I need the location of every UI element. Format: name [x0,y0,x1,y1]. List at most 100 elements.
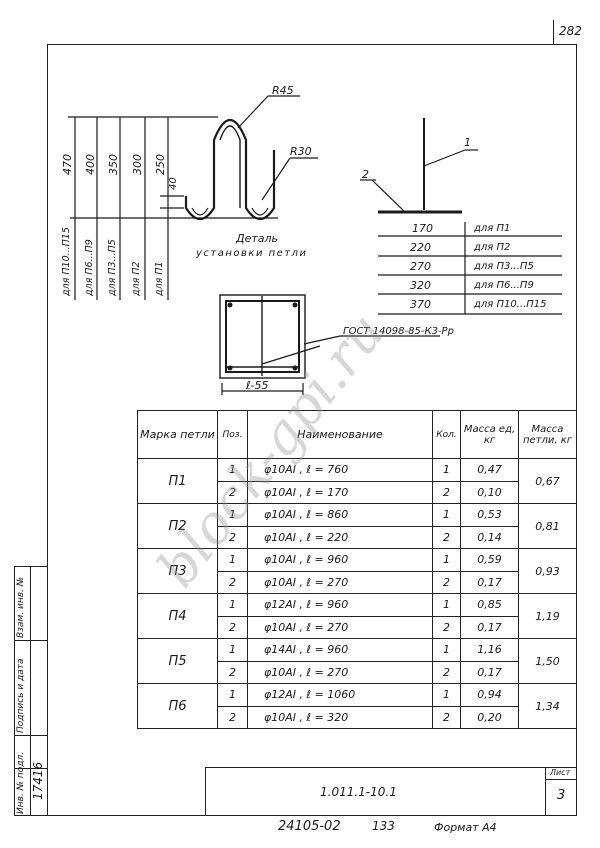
doc-code: 1.011.1-10.1 [320,785,397,799]
callout-2: 2 [362,168,369,181]
loop-mass-cell: 1,34 [518,683,577,729]
loop-mark: П2 [137,503,218,549]
sheet-number: 282 [559,24,582,38]
header-mass-unit: Масса ед, кг [460,410,519,459]
len-label-p10-p15: для П10...П15 [474,299,547,310]
unit-mass-cell: 0,14 [460,525,519,549]
stamp-inv-value: 17416 [31,761,45,800]
sheet-number-box [553,20,554,44]
position-cell: 1 [217,458,248,482]
position-cell: 2 [217,660,248,684]
position-cell: 2 [217,570,248,594]
unit-mass-cell: 0,59 [460,548,519,572]
loop-mark: П1 [137,458,218,504]
quantity-cell: 1 [432,548,461,572]
loop-mark: П3 [137,548,218,594]
unit-mass-cell: 0,47 [460,458,519,482]
group-p10-p15: для П10...П15 [61,227,72,296]
header-name: Наименование [247,410,433,459]
loop-mass-cell: 0,93 [518,548,577,594]
name-cell: φ10АI , ℓ = 960 [247,548,433,572]
name-cell: φ10АI , ℓ = 270 [247,615,433,639]
len-label-p3-p5: для П3...П5 [474,261,534,272]
loop-mark: П6 [137,683,218,729]
side-stamp-col-line [30,566,31,816]
title-block-divider [545,767,546,816]
quantity-cell: 1 [432,683,461,707]
name-cell: φ14АI , ℓ = 960 [247,638,433,662]
position-cell: 1 [217,683,248,707]
unit-mass-cell: 0,10 [460,480,519,504]
caption-line-2: установки петли [196,248,308,259]
len-label-p2: для П2 [474,242,511,253]
name-cell: φ10АI , ℓ = 220 [247,525,433,549]
quantity-cell: 2 [432,480,461,504]
unit-mass-cell: 0,53 [460,503,519,527]
quantity-cell: 1 [432,638,461,662]
dim-300: 300 [131,154,144,175]
loop-mark: П5 [137,638,218,684]
header-mark: Марка петли [137,410,218,459]
unit-mass-cell: 0,94 [460,683,519,707]
header-qty: Кол. [432,410,461,459]
sheet-label: Лист [550,768,571,777]
name-cell: φ10АI , ℓ = 270 [247,660,433,684]
title-block-sheet-line [545,779,577,780]
footer-code: 24105-02 [278,819,341,834]
len-320: 320 [410,279,431,292]
position-cell: 2 [217,615,248,639]
header-pos: Поз. [217,410,248,459]
callout-1: 1 [464,136,471,149]
unit-mass-cell: 0,17 [460,615,519,639]
dim-350: 350 [107,154,120,175]
name-cell: φ10АI , ℓ = 760 [247,458,433,482]
specification-table: Марка петли Поз. Наименование Кол. Масса… [137,410,577,729]
footer-mid: 133 [372,819,395,833]
name-cell: φ12АI , ℓ = 960 [247,593,433,617]
name-cell: φ10АI , ℓ = 170 [247,480,433,504]
section-dim: ℓ-55 [246,379,269,392]
position-cell: 1 [217,548,248,572]
side-stamp-row-line-2 [14,735,47,736]
dim-40: 40 [168,177,179,190]
quantity-cell: 1 [432,458,461,482]
side-stamp-row-line-3 [14,768,47,769]
quantity-cell: 2 [432,570,461,594]
unit-mass-cell: 0,17 [460,660,519,684]
quantity-cell: 2 [432,525,461,549]
position-cell: 1 [217,503,248,527]
group-p1: для П1 [154,261,165,296]
quantity-cell: 1 [432,593,461,617]
position-cell: 1 [217,638,248,662]
loop-mass-cell: 0,67 [518,458,577,504]
group-p6-p9: для П6...П9 [84,239,95,296]
group-p2: для П2 [131,261,142,296]
unit-mass-cell: 0,20 [460,705,519,729]
gost-note: ГОСТ 14098-85-К3-Рр [343,326,454,337]
dim-470: 470 [61,154,74,175]
group-p3-p5: для П3...П5 [107,239,118,296]
len-220: 220 [410,241,431,254]
side-stamp-row-line-1 [14,640,47,641]
radius-bottom-label: R30 [290,145,312,158]
len-270: 270 [410,260,431,273]
unit-mass-cell: 1,16 [460,638,519,662]
name-cell: φ10АI , ℓ = 270 [247,570,433,594]
sheet-no: 3 [557,788,566,803]
loop-shape [184,119,276,221]
stamp-inv-podl: Инв. № подл. [16,751,26,814]
position-cell: 2 [217,525,248,549]
quantity-cell: 2 [432,705,461,729]
header-mass-loop: Масса петли, кг [518,410,577,459]
quantity-cell: 2 [432,660,461,684]
len-label-p1: для П1 [474,223,511,234]
unit-mass-cell: 0,17 [460,570,519,594]
len-170: 170 [412,222,433,235]
footer-format: Формат А4 [434,821,497,834]
